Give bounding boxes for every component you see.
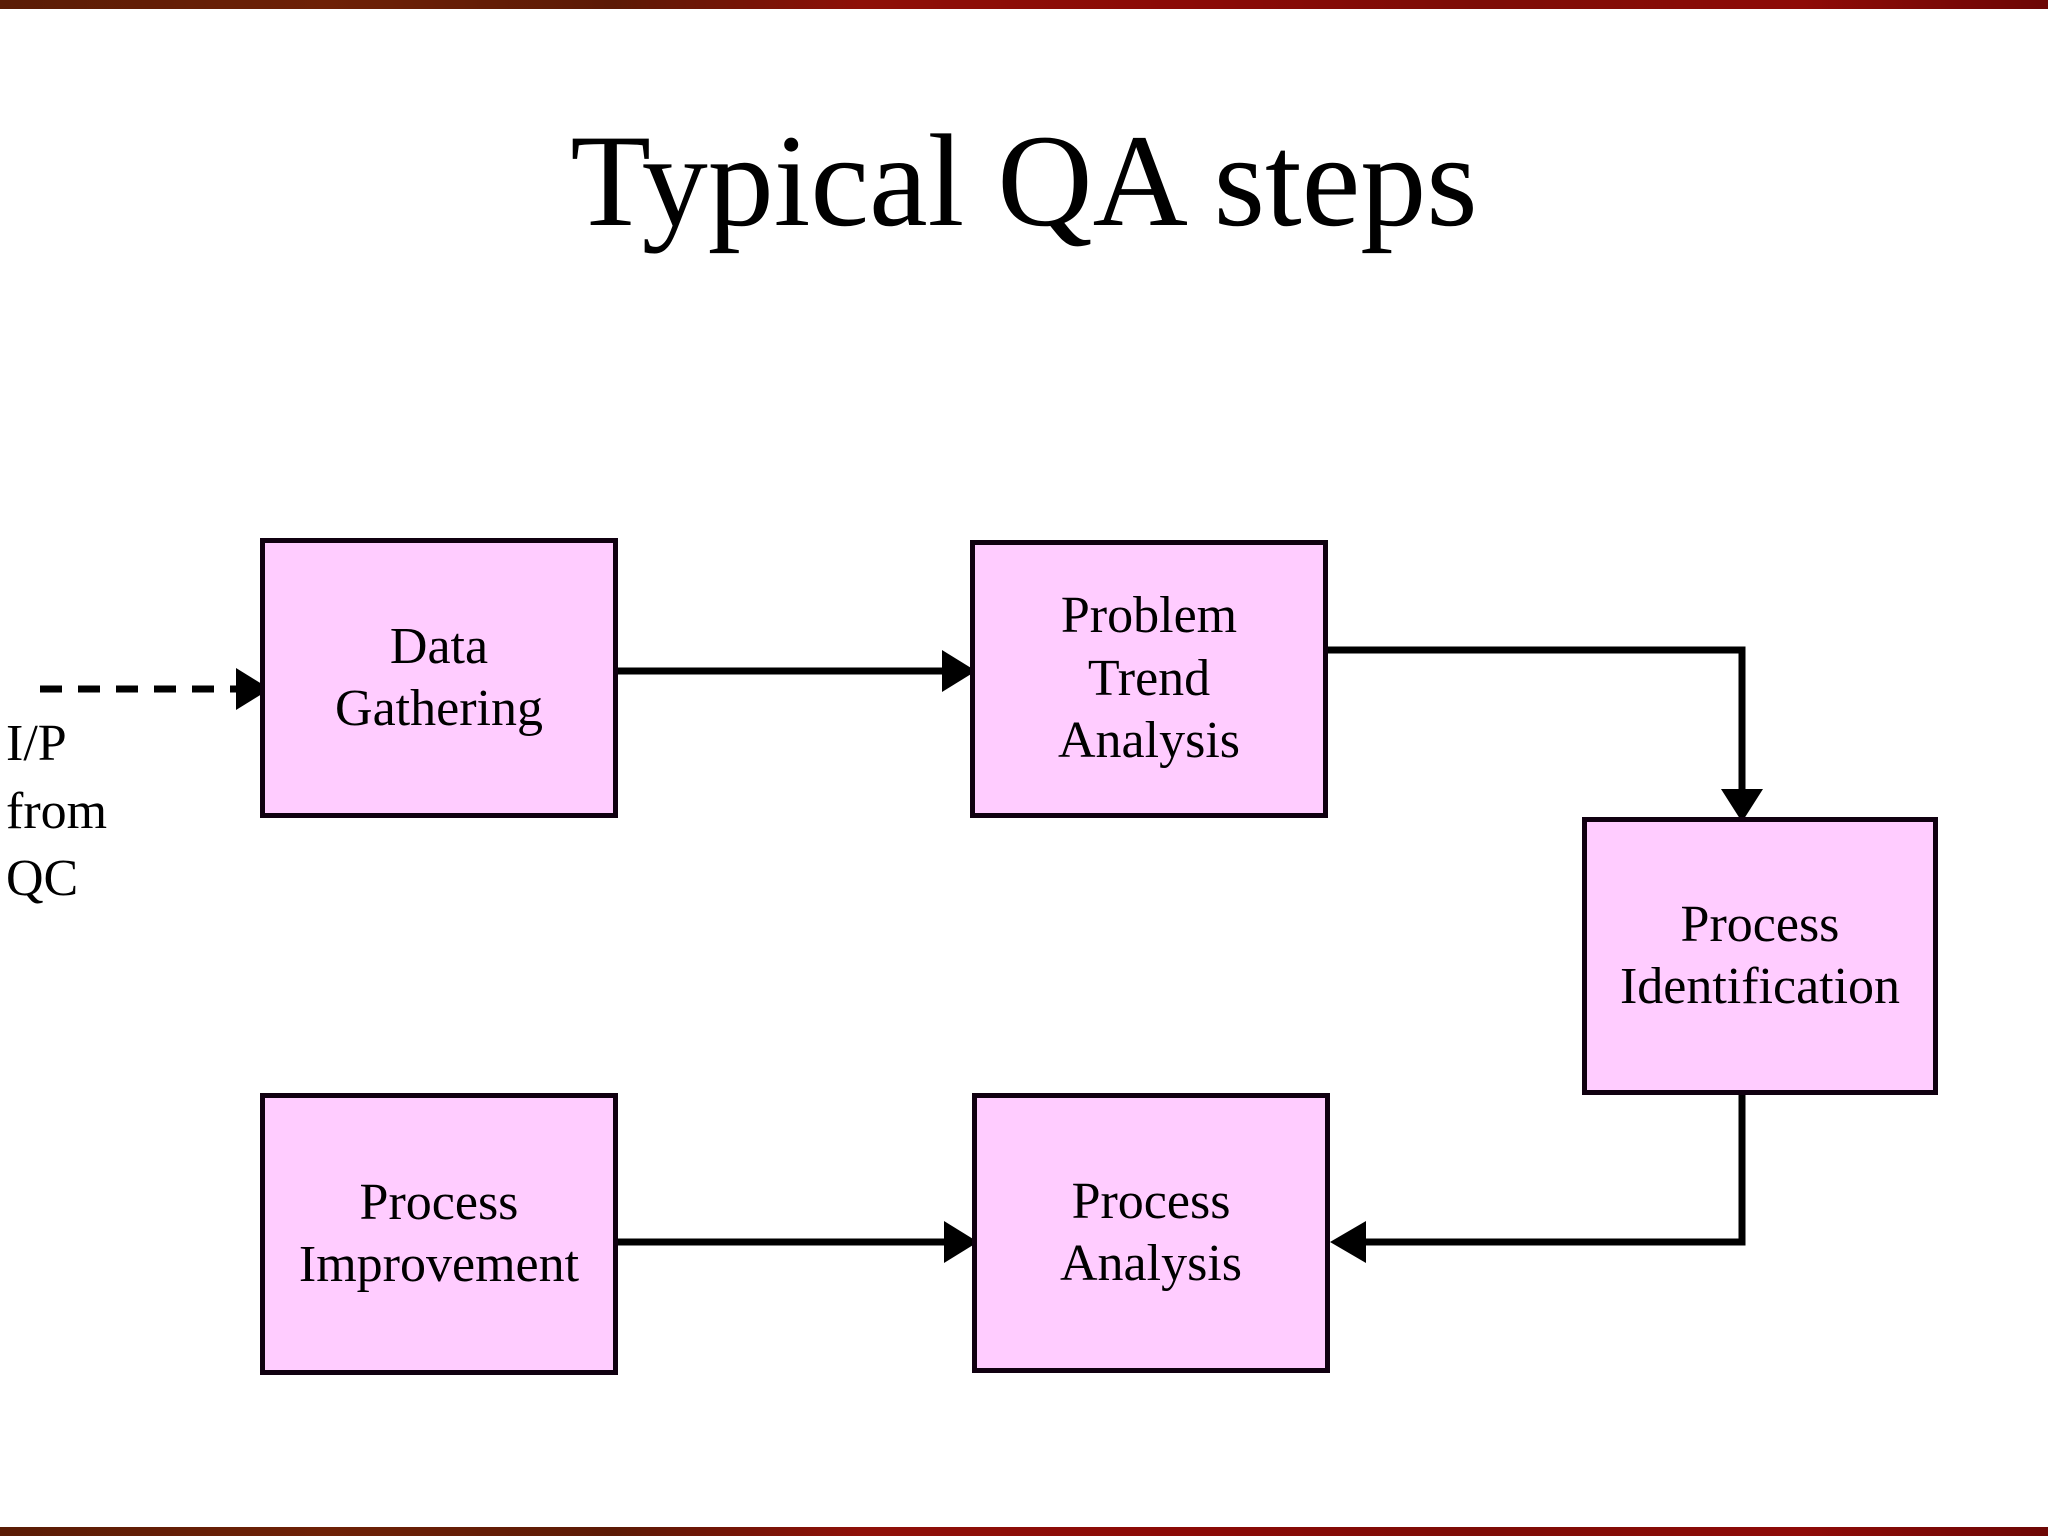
node-data-gathering[interactable]: Data Gathering bbox=[260, 538, 618, 818]
slide-bottom-border bbox=[0, 1527, 2048, 1536]
edge-process-improvement-to-process-analysis bbox=[618, 1221, 978, 1263]
page-title: Typical QA steps bbox=[570, 107, 1478, 254]
edge-problem-trend-analysis-to-process-identification bbox=[1328, 646, 1763, 822]
node-process-analysis-label: Process Analysis bbox=[1060, 1172, 1242, 1292]
node-process-analysis[interactable]: Process Analysis bbox=[972, 1093, 1330, 1373]
edge-input-to-data-gathering bbox=[40, 668, 270, 710]
node-problem-trend-analysis-label: Problem Trend Analysis bbox=[1058, 587, 1240, 770]
edge-process-identification-to-process-analysis bbox=[1330, 1095, 1746, 1263]
node-process-identification[interactable]: Process Identification bbox=[1582, 817, 1938, 1095]
slide-top-border bbox=[0, 0, 2048, 9]
edge-data-gathering-to-problem-trend-analysis bbox=[618, 650, 976, 692]
input-source-label: I/P from QC bbox=[6, 715, 108, 908]
node-problem-trend-analysis[interactable]: Problem Trend Analysis bbox=[970, 540, 1328, 818]
node-data-gathering-label: Data Gathering bbox=[335, 617, 543, 737]
node-process-improvement-label: Process Improvement bbox=[298, 1173, 580, 1293]
node-process-improvement[interactable]: Process Improvement bbox=[260, 1093, 618, 1375]
node-process-identification-label: Process Identification bbox=[1619, 895, 1901, 1015]
